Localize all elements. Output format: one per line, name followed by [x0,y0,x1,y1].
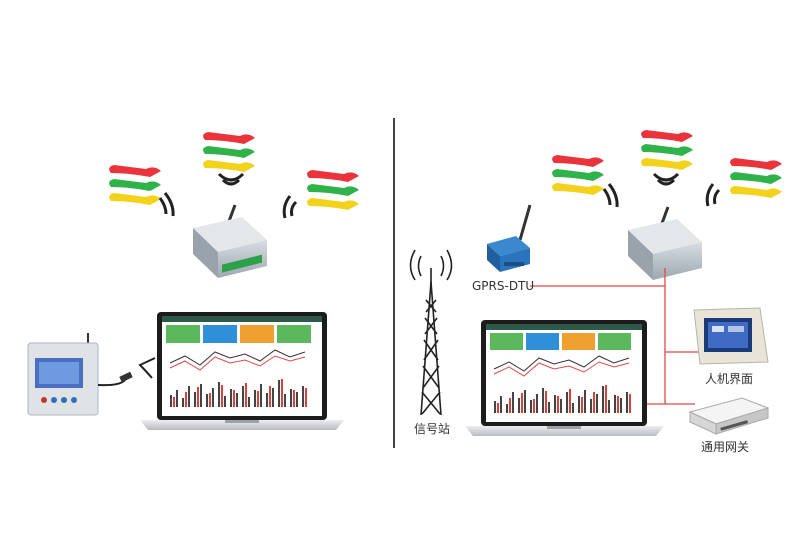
current-clamp-sensor [730,158,782,198]
wireless-collector-device [193,204,267,278]
current-clamp-sensor [307,170,359,210]
scene-divider [393,118,395,448]
signal-tower-icon [409,249,453,416]
gprs-dtu-device [487,204,532,272]
current-clamp-sensor [641,130,693,170]
hmi-panel-device [693,307,769,365]
gprs-dtu-label: GPRS-DTU [472,279,535,293]
gateway-label: 通用网关 [701,440,750,454]
signal-station-label: 信号站 [414,422,451,436]
current-clamp-sensor [203,132,255,172]
wireless-signal-icon [158,192,175,217]
wireless-signal-icon [705,183,721,207]
usb-cable [97,357,156,387]
wireless-signal-icon [652,172,680,186]
current-clamp-sensor [552,155,604,195]
wireless-collector-device [628,206,702,280]
laptop-dashboard [465,320,664,436]
hmi-label: 人机界面 [705,372,754,386]
power-meter-device [27,333,99,416]
gateway-device [688,397,770,435]
current-clamp-sensor [109,165,161,205]
wireless-signal-icon [217,172,245,186]
laptop-dashboard [140,312,344,430]
wireless-signal-icon [602,183,619,208]
wireless-signal-icon [282,195,298,219]
